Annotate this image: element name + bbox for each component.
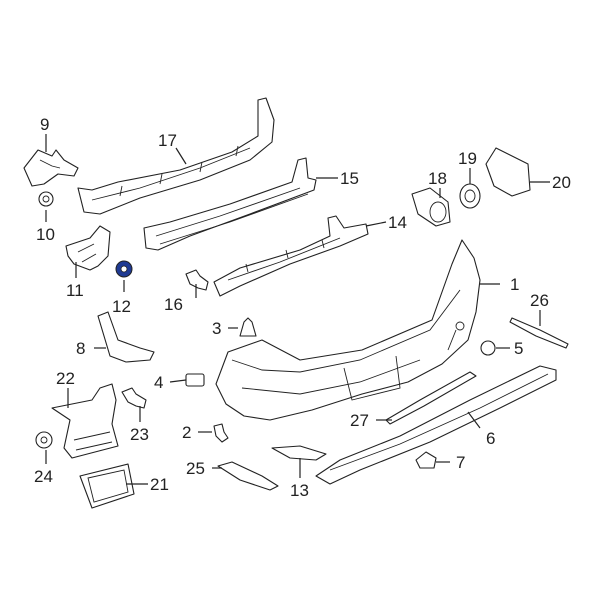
- callout-16: 16: [164, 295, 183, 314]
- callout-8: 8: [76, 339, 85, 358]
- part-27-molding: [385, 371, 477, 425]
- callout-18: 18: [428, 169, 447, 188]
- callout-19: 19: [458, 149, 477, 168]
- part-4-nut: [185, 373, 205, 387]
- callout-6: 6: [486, 429, 495, 448]
- part-7-clip: [415, 451, 437, 469]
- callout-10: 10: [36, 225, 55, 244]
- part-5-reflector: [480, 340, 496, 356]
- part-23-bolt: [121, 387, 147, 409]
- callout-5: 5: [514, 339, 523, 358]
- part-14-bumper-support: [213, 215, 369, 297]
- part-19-sensor-ring: [459, 183, 481, 209]
- part-25-reflector: [217, 461, 279, 491]
- callout-25: 25: [186, 459, 205, 478]
- part-21-housing: [79, 463, 135, 509]
- part-13-reflector: [271, 445, 327, 461]
- part-24-nut: [35, 431, 53, 449]
- part-18-sensor: [411, 187, 451, 227]
- part-8-bracket: [97, 311, 155, 363]
- part-17-upper-absorber: [77, 97, 275, 215]
- callout-27: 27: [350, 411, 369, 430]
- leader-lines: [45, 134, 550, 485]
- part-22-bracket: [51, 383, 119, 459]
- part-2-bolt: [213, 423, 229, 443]
- callout-20: 20: [552, 173, 571, 192]
- callout-9: 9: [40, 115, 49, 134]
- part-10-nut: [38, 191, 54, 207]
- part-16-bolt: [185, 269, 209, 291]
- part-15-reinforcement: [143, 157, 317, 251]
- callout-12: 12: [112, 297, 131, 316]
- part-3-clip: [239, 317, 257, 337]
- callout-4: 4: [154, 373, 163, 392]
- callout-23: 23: [130, 425, 149, 444]
- callout-2: 2: [182, 423, 191, 442]
- part-6-lower-trim: [315, 365, 557, 485]
- callout-11: 11: [66, 281, 84, 300]
- callout-17: 17: [158, 131, 177, 150]
- callout-3: 3: [212, 319, 221, 338]
- callout-1: 1: [510, 275, 519, 294]
- part-11-bracket: [65, 225, 111, 271]
- part-12-grommet: [115, 260, 133, 278]
- part-26-strip: [509, 317, 569, 349]
- callout-14: 14: [388, 213, 407, 232]
- callout-26: 26: [530, 291, 549, 310]
- callout-21: 21: [150, 475, 169, 494]
- callout-labels: 1 2 3 4 5 6 7 8 9 10 11 12 13 14 15 16 1…: [34, 115, 571, 500]
- callout-24: 24: [34, 467, 53, 486]
- part-20-bracket: [485, 147, 531, 197]
- callout-7: 7: [456, 453, 465, 472]
- callout-13: 13: [290, 481, 309, 500]
- part-1-bumper-cover: [215, 239, 481, 421]
- callout-22: 22: [56, 369, 75, 388]
- part-9-bracket: [23, 149, 79, 187]
- callout-15: 15: [340, 169, 359, 188]
